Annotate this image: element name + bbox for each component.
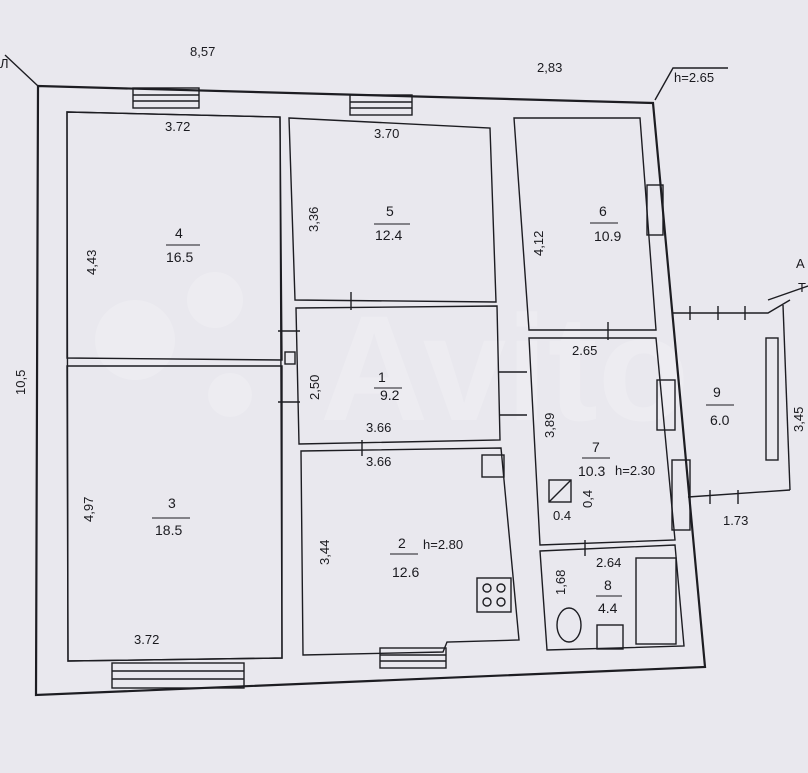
ventilation-shaft bbox=[548, 479, 572, 503]
room-9-area: 6.0 bbox=[710, 412, 730, 428]
room-7-length: 3,89 bbox=[542, 413, 557, 438]
shaft-height: 0,4 bbox=[580, 490, 595, 508]
room-1-area: 9.2 bbox=[380, 387, 400, 403]
room-outline-8 bbox=[539, 544, 685, 651]
edge-fragment-right-a: А bbox=[796, 256, 805, 271]
room-5: 5 12.4 3.70 3,36 bbox=[306, 126, 410, 243]
room-4: 4 16.5 3.72 4,43 bbox=[84, 119, 200, 275]
stove bbox=[476, 577, 512, 613]
room-outline-4 bbox=[66, 111, 283, 361]
room-6: 6 10.9 4,12 bbox=[531, 203, 621, 256]
room-7-height: h=2.30 bbox=[615, 463, 655, 478]
room-6-number: 6 bbox=[599, 203, 607, 219]
avito-watermark: Avito bbox=[95, 272, 689, 452]
room-outline-7 bbox=[528, 337, 676, 546]
room-2: 2 12.6 3.66 3,44 h=2.80 bbox=[317, 454, 463, 580]
windows bbox=[111, 87, 779, 689]
room-1-length: 2,50 bbox=[307, 375, 322, 400]
toilet-shape bbox=[596, 624, 624, 650]
room-outline-1 bbox=[295, 305, 501, 445]
room-2-width: 3.66 bbox=[366, 454, 391, 469]
room-outline-2 bbox=[300, 447, 520, 656]
room-outline-6 bbox=[513, 117, 657, 331]
left-side-dimension: 10,5 bbox=[13, 370, 28, 395]
room-outlines bbox=[66, 111, 685, 662]
room-9-length: 3,45 bbox=[791, 407, 806, 432]
outer-dimensions: 8,57 2,83 h=2.65 10,5 Л А Т bbox=[0, 44, 806, 395]
door-marks bbox=[278, 292, 746, 556]
bathtub bbox=[635, 557, 677, 645]
room-8-number: 8 bbox=[604, 577, 612, 593]
room-3-width: 3.72 bbox=[134, 632, 159, 647]
room-3-number: 3 bbox=[168, 495, 176, 511]
room-1-number: 1 bbox=[378, 369, 386, 385]
room-5-width: 3.70 bbox=[374, 126, 399, 141]
room-9-width: 1.73 bbox=[723, 513, 748, 528]
room-9: 9 6.0 3,45 1.73 bbox=[706, 384, 806, 528]
room-1-width: 3.66 bbox=[366, 420, 391, 435]
room-7-area: 10.3 bbox=[578, 463, 605, 479]
room-8-length: 1,68 bbox=[553, 570, 568, 595]
room-8-width: 2.64 bbox=[596, 555, 621, 570]
room-4-area: 16.5 bbox=[166, 249, 193, 265]
top-left-dimension: 8,57 bbox=[190, 44, 215, 59]
room-8: 8 4.4 2.64 1,68 bbox=[553, 555, 622, 616]
room-7: 7 10.3 2.65 3,89 h=2.30 bbox=[542, 343, 655, 479]
watermark-text: Avito bbox=[320, 284, 689, 452]
edge-fragment-top: Л bbox=[0, 56, 9, 71]
room-outline-5 bbox=[288, 117, 497, 303]
room-8-area: 4.4 bbox=[598, 600, 618, 616]
room-7-width: 2.65 bbox=[572, 343, 597, 358]
room-3-area: 18.5 bbox=[155, 522, 182, 538]
room-outline-3 bbox=[66, 365, 283, 662]
room-2-height: h=2.80 bbox=[423, 537, 463, 552]
room-4-width: 3.72 bbox=[165, 119, 190, 134]
room-9-number: 9 bbox=[713, 384, 721, 400]
toilet-bowl bbox=[556, 607, 582, 643]
room-5-length: 3,36 bbox=[306, 207, 321, 232]
shaft-width: 0.4 bbox=[553, 508, 571, 523]
room-3-length: 4,97 bbox=[81, 497, 96, 522]
shaft-dimensions: 0.4 0,4 bbox=[553, 490, 595, 523]
edge-fragment-right-t: Т bbox=[798, 280, 806, 295]
room-2-number: 2 bbox=[398, 535, 406, 551]
room-7-number: 7 bbox=[592, 439, 600, 455]
top-right-dimension: 2,83 bbox=[537, 60, 562, 75]
height-note: h=2.65 bbox=[674, 70, 714, 85]
room-3: 3 18.5 4,97 3.72 bbox=[81, 495, 190, 647]
room-5-number: 5 bbox=[386, 203, 394, 219]
room-2-length: 3,44 bbox=[317, 540, 332, 565]
room-4-length: 4,43 bbox=[84, 250, 99, 275]
annex-lines bbox=[4, 54, 808, 498]
sink bbox=[481, 454, 505, 478]
room-1: 1 9.2 2,50 3.66 bbox=[307, 369, 402, 435]
room-6-area: 10.9 bbox=[594, 228, 621, 244]
room-4-number: 4 bbox=[175, 225, 183, 241]
room-2-area: 12.6 bbox=[392, 564, 419, 580]
room-5-area: 12.4 bbox=[375, 227, 402, 243]
room-6-length: 4,12 bbox=[531, 231, 546, 256]
